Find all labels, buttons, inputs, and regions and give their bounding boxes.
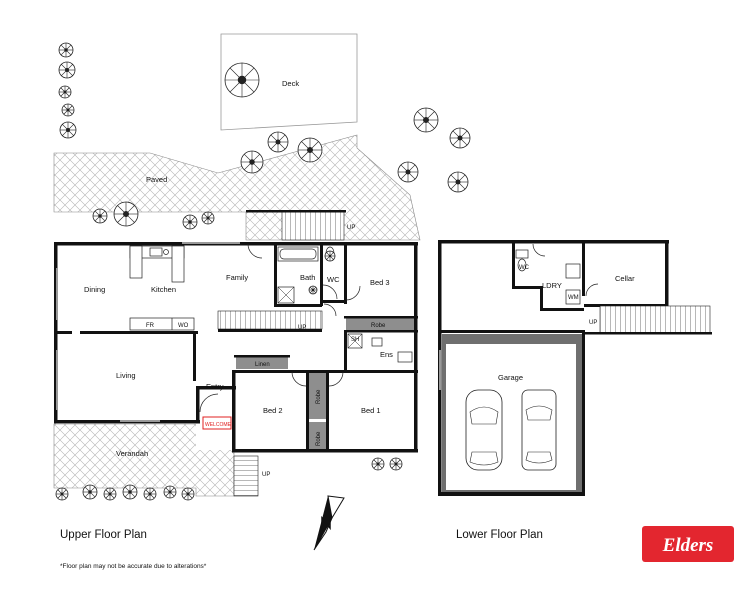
robe-a-label: Robe <box>316 389 322 404</box>
upper-floor-title: Upper Floor Plan <box>60 529 147 541</box>
car-icon <box>521 389 557 471</box>
tree-icon <box>113 201 139 227</box>
verandah-stairs <box>233 455 259 497</box>
upper-floor-plan: Kitchen FR WO Dining Living Family UP Ba… <box>54 242 418 453</box>
fridge-label: FR <box>146 323 155 329</box>
bath-label: Bath <box>300 273 315 282</box>
paved-area: Paved <box>53 134 421 241</box>
tree-icon <box>267 131 289 153</box>
cellar-label: Cellar <box>615 274 635 283</box>
wc-lower-label: WC <box>519 265 530 271</box>
bed1-label: Bed 1 <box>361 406 381 415</box>
dining-label: Dining <box>84 285 105 294</box>
tree-icon <box>371 457 385 471</box>
tree-icon <box>55 487 69 501</box>
elders-logo: Elders <box>642 526 734 562</box>
tree-icon <box>324 250 336 262</box>
tree-icon <box>397 161 419 183</box>
tree-icon <box>182 214 198 230</box>
up-top-label: UP <box>347 225 355 231</box>
family-label: Family <box>226 273 248 282</box>
tree-icon <box>58 61 76 79</box>
tree-icon <box>103 487 117 501</box>
tree-icon <box>308 285 318 295</box>
tree-icon <box>181 487 195 501</box>
paved-label: Paved <box>146 175 167 184</box>
tree-icon <box>59 121 77 139</box>
tree-icon <box>58 85 72 99</box>
up-bottom-label: UP <box>262 472 270 478</box>
tree-icon <box>224 62 260 98</box>
bed3-label: Bed 3 <box>370 278 390 287</box>
laundry-label: LDRY <box>542 281 562 290</box>
deck-label: Deck <box>282 79 299 88</box>
verandah-label: Verandah <box>116 449 148 458</box>
vegetation <box>55 42 471 501</box>
tree-icon <box>122 484 138 500</box>
lower-stairs <box>599 305 711 335</box>
kitchen-label: Kitchen <box>151 285 176 294</box>
deck-area: Deck <box>220 33 358 131</box>
tree-icon <box>447 171 469 193</box>
wc-upper-label: WC <box>327 275 340 284</box>
disclaimer-text: *Floor plan may not be accurate due to a… <box>60 563 207 570</box>
tree-icon <box>297 137 323 163</box>
bed2-label: Bed 2 <box>263 406 283 415</box>
logo-text: Elders <box>662 535 714 556</box>
lower-floor-title: Lower Floor Plan <box>456 529 543 541</box>
up-lower-label: UP <box>589 320 597 326</box>
tree-icon <box>61 103 75 117</box>
tree-icon <box>201 211 215 225</box>
tree-icon <box>92 208 108 224</box>
top-stairs <box>281 211 345 241</box>
tree-icon <box>58 42 74 58</box>
robe-b-label: Robe <box>316 431 322 446</box>
shower-label: SH <box>351 337 359 343</box>
entry-label: Entry <box>206 382 224 391</box>
washing-machine-label: WM <box>568 295 579 301</box>
robe-bed3-label: Robe <box>371 323 386 329</box>
car-icon <box>465 389 503 471</box>
lower-floor-plan: WC LDRY WM Cellar Garage <box>438 240 669 496</box>
tree-icon <box>449 127 471 149</box>
tree-icon <box>240 150 264 174</box>
tree-icon <box>389 457 403 471</box>
tree-icon <box>163 485 177 499</box>
tree-icon <box>413 107 439 133</box>
living-label: Living <box>116 371 136 380</box>
up-mid-label: UP <box>298 325 306 331</box>
ensuite-label: Ens <box>380 350 393 359</box>
garage-label: Garage <box>498 373 523 382</box>
linen-label: Linen <box>255 362 270 368</box>
tree-icon <box>82 484 98 500</box>
north-arrow-icon <box>313 495 345 551</box>
welcome-mat-label: WELCOME <box>205 422 232 428</box>
wall-oven-label: WO <box>178 323 189 329</box>
tree-icon <box>143 487 157 501</box>
